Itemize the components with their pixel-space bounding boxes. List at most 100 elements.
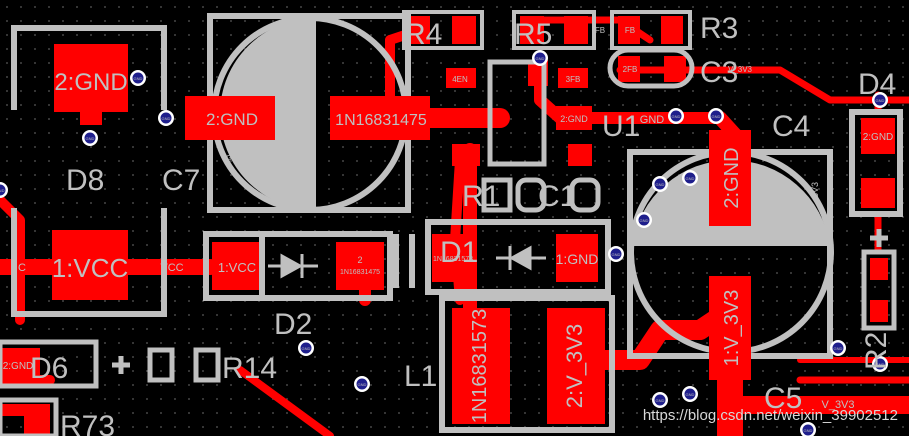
label-r5: R5 [514, 18, 552, 51]
silk-r4 [402, 10, 484, 50]
via-hole [84, 132, 96, 144]
silk-c4-box [627, 149, 833, 359]
trace-bl-1[interactable] [236, 366, 334, 436]
pad-c3-a[interactable] [618, 56, 640, 82]
via-hole [300, 342, 312, 354]
pad-d8-vcc[interactable] [52, 230, 128, 300]
pad-u1-fb[interactable] [558, 68, 588, 88]
silk-u1-body [487, 59, 547, 167]
net-c3-v: V_3V3 [728, 65, 753, 74]
pad-r3-b[interactable] [661, 16, 683, 44]
silk-l1-box [439, 295, 615, 433]
label-c7: C7 [162, 164, 200, 197]
via-hole [610, 248, 622, 260]
label-r1: R1 [462, 180, 500, 213]
via-label: GND [640, 218, 649, 223]
via-label: GND [612, 252, 621, 257]
pad-r3-a[interactable] [618, 16, 640, 44]
pad-u1-en[interactable] [446, 68, 476, 88]
silk-r5 [512, 10, 596, 50]
label-r14: R14 [222, 352, 277, 385]
pad-d4-b[interactable] [861, 178, 895, 208]
silk-d6 [0, 339, 99, 389]
label-d1: D1 [440, 236, 478, 269]
via-label: GND [134, 76, 143, 81]
trace-fb[interactable] [616, 66, 909, 104]
pad-net-labels: 2:GND 1:VCC 2:GND 1N16831475 1:VCC 2 1N1… [3, 26, 894, 423]
pad-r73[interactable] [24, 404, 50, 436]
silk-r73 [0, 397, 59, 436]
label-l1: L1 [404, 360, 437, 393]
label-r2: R2 [860, 332, 893, 370]
silkscreen-text: R4 R5 R3 C3 U1 C4 D4 D8 C7 R1 C1 D1 D2 L… [30, 12, 896, 436]
pad-r4-b[interactable] [452, 16, 476, 44]
via-hole [802, 424, 814, 436]
pad-d2-vcc[interactable] [212, 242, 262, 290]
pad-d1-gnd[interactable] [556, 234, 598, 282]
silk-r1-a [481, 177, 513, 213]
label-c3: C3 [700, 56, 738, 89]
pad-l1-a[interactable] [452, 308, 510, 424]
net-trace-v3v3: V_3V3 [821, 399, 854, 411]
net-u1-gnd-trace: GND [640, 114, 665, 126]
via-hole [654, 394, 666, 406]
net-c7-gnd: 2:GND [206, 110, 258, 129]
via-label: GND [656, 182, 665, 187]
silk-c7-box [207, 13, 411, 213]
via-hole [874, 358, 886, 370]
silk-c1-a [515, 177, 547, 213]
pad-d6-gnd[interactable] [0, 348, 40, 382]
pad-r5-b[interactable] [564, 16, 588, 44]
pad-r4-a[interactable] [410, 16, 430, 44]
silk-r2 [861, 249, 897, 331]
net-c4-gnd: 2:GND [721, 147, 743, 208]
label-d8: D8 [66, 164, 104, 197]
pad-d2-k[interactable] [336, 242, 384, 290]
pad-u1-gnd[interactable] [556, 106, 592, 130]
via-label: GND [686, 176, 695, 181]
net-trace-vcc-right: VCC [160, 262, 183, 274]
pad-c7-pos-top [330, 96, 430, 140]
via-hole [832, 342, 844, 354]
net-c7-pos: 1N16831475 [335, 112, 427, 129]
silk-r14-b [193, 347, 221, 383]
pad-l1-b[interactable] [547, 308, 605, 424]
via-hole [638, 214, 650, 226]
pad-c7-gnd-top [185, 96, 275, 140]
pad-u1-in[interactable] [568, 144, 592, 166]
net-l1-b: 2:V_3V3 [562, 324, 587, 408]
net-d2-vcc: 1:VCC [218, 260, 256, 275]
net-d1-a: 1N16831573 [433, 256, 473, 263]
via-label: GND [672, 114, 681, 119]
net-trace-c: C [18, 262, 26, 274]
via-label: GND [876, 98, 885, 103]
net-c7-gnd-small: GND [226, 155, 242, 162]
net-r5: 3FB [566, 75, 581, 84]
pad-r2-b[interactable] [870, 300, 888, 322]
pad-d1-a[interactable] [432, 234, 474, 282]
pad-r5-a[interactable] [520, 16, 544, 44]
label-c1: C1 [538, 180, 576, 213]
via-hole [534, 52, 546, 64]
via-label: GND [302, 346, 311, 351]
label-d4: D4 [858, 68, 896, 101]
diode-symbols [268, 245, 546, 279]
via-label: GND [358, 382, 367, 387]
via-label: GND [686, 392, 695, 397]
trace-left-edge[interactable] [0, 195, 25, 325]
label-r73: R73 [60, 410, 115, 436]
vias: GNDGNDGNDGNDGNDGNDGNDGNDGNDGNDGNDGNDGNDG… [0, 50, 888, 436]
pad-r2-a[interactable] [870, 258, 888, 280]
net-d6-gnd: 2:GND [3, 361, 34, 372]
net-c4-3v3: 3V3 [810, 182, 820, 198]
via-hole [684, 172, 696, 184]
pad-u1-sw[interactable] [452, 144, 480, 166]
pad-c4-pos-top [709, 276, 751, 380]
pad-d4-gnd[interactable] [861, 118, 895, 154]
net-d4-gnd: 2:GND [863, 132, 894, 143]
pad-c3-b[interactable] [664, 56, 686, 82]
pad-d8-gnd[interactable] [54, 44, 128, 125]
via-label: GND [804, 428, 813, 433]
via-hole [356, 378, 368, 390]
